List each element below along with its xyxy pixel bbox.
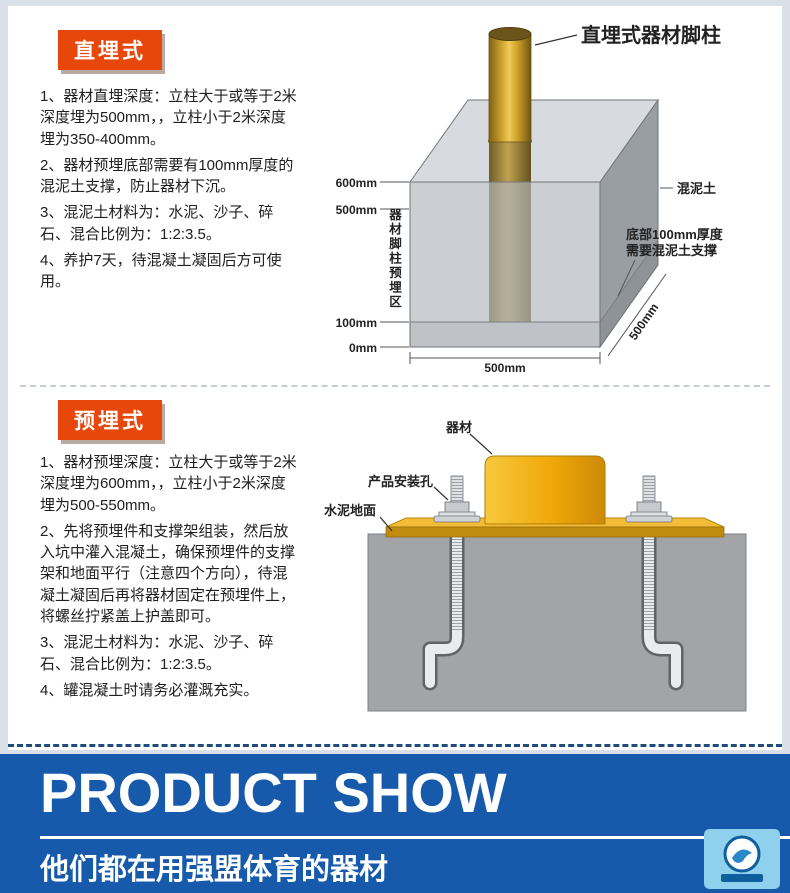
pre-embedded-diagram: 器材 产品安装孔 水泥地面	[318, 406, 790, 728]
support-leader-line	[617, 259, 636, 297]
step-item: 2、先将预埋件和支撑架组装，然后放入坑中灌入混凝土，确保预埋件的支撑架和地面平行…	[40, 522, 296, 626]
ground-leader-line	[379, 516, 393, 532]
direct-burial-drawing: 直埋式器材脚柱 600mm 500mm 100mm 0mm 混泥土 底部100m…	[336, 23, 724, 374]
step-item: 4、罐混凝土时请务必灌溉充实。	[40, 681, 259, 699]
step-item: 4、养护7天，待混凝土凝固后方可使用。	[40, 252, 282, 291]
dim-500mm-bottom: 500mm	[484, 361, 525, 374]
step-item: 2、器材预埋底部需要有100mm厚度的混泥土支撑，防止器材下沉。	[40, 156, 294, 196]
dim-500mm-left: 500mm	[336, 203, 377, 217]
direct-burial-steps: 1、器材直埋深度：立柱大于或等于2米深度埋为500mm，，立柱小于2米深度埋为3…	[40, 86, 298, 298]
dim-600mm: 600mm	[336, 176, 377, 190]
bolt-nut-stack-left	[433, 475, 481, 523]
concrete-front-face	[409, 181, 601, 348]
anchor-bolt-right	[641, 516, 684, 691]
direct-burial-badge: 直埋式	[58, 30, 162, 70]
step-item: 1、器材直埋深度：立柱大于或等于2米深度埋为500mm，，立柱小于2米深度埋为3…	[40, 88, 297, 148]
equipment-column	[484, 455, 606, 525]
banner-divider-line	[40, 836, 790, 839]
mount-hole-label: 产品安装孔	[368, 474, 433, 489]
bottom-slab-side	[600, 240, 658, 347]
support-note-line1: 底部100mm厚度	[626, 227, 724, 242]
banner-title: PRODUCT SHOW	[40, 761, 507, 824]
banner-divider-dashed	[8, 744, 782, 747]
concrete-block	[409, 98, 659, 349]
product-show-banner: PRODUCT SHOW 他们都在用强盟体育的器材	[0, 754, 790, 893]
pole-above-ground	[488, 27, 532, 143]
direct-burial-diagram: 直埋式器材脚柱 600mm 500mm 100mm 0mm 混泥土 底部100m…	[330, 12, 782, 374]
brand-logo-icon	[704, 829, 780, 889]
embed-zone-label: 器材脚柱预埋区	[387, 208, 401, 310]
bottom-slab-front	[410, 322, 600, 347]
mount-hole-leader-line	[433, 486, 449, 501]
equipment-leader-line	[469, 433, 493, 455]
step-item: 3、混泥土材料为：水泥、沙子、碎石、混合比例为：1:2:3.5。	[40, 634, 274, 673]
depth-dimension-line	[607, 273, 667, 357]
equipment-label: 器材	[445, 420, 472, 435]
bottom-dimension	[409, 352, 601, 364]
banner-subtitle: 他们都在用强盟体育的器材	[40, 854, 389, 886]
anchor-bolt-left	[422, 516, 465, 691]
dimension-ticks-left	[380, 181, 409, 348]
bolt-nut-stack-right	[625, 475, 673, 523]
pre-embedded-badge: 预埋式	[58, 400, 162, 440]
concrete-label: 混泥土	[677, 181, 716, 196]
dim-500mm-depth: 500mm	[626, 301, 661, 343]
pre-embedded-drawing: 器材 产品安装孔 水泥地面	[324, 420, 747, 712]
slab-seam-side	[599, 239, 659, 323]
ground-label: 水泥地面	[324, 503, 376, 518]
brand-logo	[704, 829, 780, 889]
dim-0mm: 0mm	[349, 341, 377, 355]
section-divider-dashed	[20, 385, 770, 387]
pole-callout-label: 直埋式器材脚柱	[581, 23, 721, 47]
pre-embedded-steps: 1、器材预埋深度：立柱大于或等于2米深度埋为600mm，，立柱小于2米深度埋为5…	[40, 452, 298, 706]
support-note-line2: 需要混泥土支撑	[626, 243, 717, 258]
callout-leader-line	[534, 34, 578, 46]
step-item: 3、混泥土材料为：水泥、沙子、碎石、混合比例为：1:2:3.5。	[40, 204, 274, 243]
step-item: 1、器材预埋深度：立柱大于或等于2米深度埋为600mm，，立柱小于2米深度埋为5…	[40, 454, 297, 514]
dim-100mm: 100mm	[336, 316, 377, 330]
